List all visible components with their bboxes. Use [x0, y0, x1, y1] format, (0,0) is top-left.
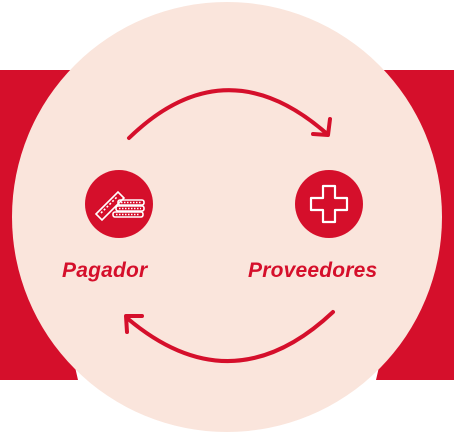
node-label-pagador: Pagador [62, 259, 148, 282]
cash-money-icon [85, 170, 153, 238]
background-circle [12, 2, 442, 432]
node-label-proveedores: Proveedores [248, 259, 378, 282]
arrow-top-head [311, 117, 332, 137]
arrow-top-curve [127, 88, 328, 140]
medical-cross-icon [295, 170, 363, 238]
arrow-bottom-curve [125, 310, 335, 363]
arrow-bottom-head [124, 314, 144, 334]
